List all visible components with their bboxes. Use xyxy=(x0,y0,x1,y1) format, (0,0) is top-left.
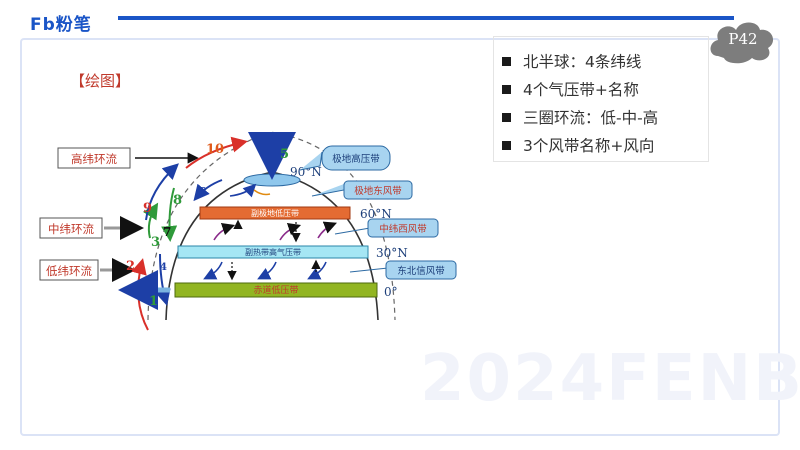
low-cell-sinking-arrow xyxy=(155,253,171,306)
westerly-arrow-b xyxy=(279,222,302,241)
latitude-0: 0° xyxy=(384,285,398,299)
high-latitude-cell-label: 高纬环流 xyxy=(57,147,199,169)
equatorial-low-belt xyxy=(174,282,378,298)
latitude-30: 30°N xyxy=(376,246,408,260)
section-title: 【绘图】 xyxy=(70,72,131,90)
mid-cell-arrow-b xyxy=(161,187,178,242)
subpolar-low-belt xyxy=(199,206,351,220)
svg-text:极地高压带: 极地高压带 xyxy=(332,153,380,165)
bullet-square-icon xyxy=(502,140,511,150)
subtropical-high-belt xyxy=(177,245,369,259)
list-item: 三圈环流：低-中-高 xyxy=(502,103,708,131)
high-cell-arrow-a xyxy=(145,163,179,221)
low-latitude-cell-label: 低纬环流 xyxy=(39,258,136,282)
polar-wind-curve xyxy=(253,189,271,196)
westerly-arrow-c xyxy=(317,221,337,239)
number-2: 2 xyxy=(126,259,135,274)
page-number: P42 xyxy=(728,30,758,48)
number-5: 5 xyxy=(280,147,289,162)
callout-polar-high: 极地高压带 xyxy=(299,145,391,171)
callout-ne-trades: 东北信风带 xyxy=(349,260,457,280)
watermark: 2024FENBI xyxy=(420,342,800,416)
fenbi-logo: Fb粉笔 xyxy=(30,15,92,35)
svg-text:低纬环流: 低纬环流 xyxy=(46,264,92,278)
high-cell-arrow-b xyxy=(185,136,248,169)
bullet-square-icon xyxy=(502,112,511,122)
trade-wind-arrow-b xyxy=(257,261,277,280)
trade-wind-arrow-a xyxy=(203,261,223,280)
callout-westerlies: 中纬西风带 xyxy=(334,218,439,238)
svg-text:极地东风带: 极地东风带 xyxy=(354,185,402,197)
number-4: 4 xyxy=(160,262,167,273)
header-bar xyxy=(118,16,734,20)
number-10: 10 xyxy=(206,142,224,157)
latitude-60: 60°N xyxy=(360,207,392,221)
page-badge: P42 xyxy=(708,18,778,66)
number-1: 1 xyxy=(149,294,158,309)
list-item: 4个气压带+名称 xyxy=(502,75,708,103)
bullet-square-icon xyxy=(502,84,511,94)
latitude-90: 90°N xyxy=(290,165,322,179)
number-7: 7 xyxy=(163,225,171,239)
low-cell-rising-arrow xyxy=(131,258,149,331)
list-item: 3个风带名称+风向 xyxy=(502,131,708,159)
equatorial-low-label: 赤道低压带 xyxy=(253,284,298,296)
number-6: 6 xyxy=(198,185,206,199)
svg-text:中纬西风带: 中纬西风带 xyxy=(379,223,427,235)
trade-wind-arrow-c xyxy=(307,261,327,280)
number-3: 3 xyxy=(151,235,160,250)
summary-list: 北半球：4条纬线 4个气压带+名称 三圈环流：低-中-高 3个风带名称+风向 xyxy=(493,36,709,162)
svg-text:东北信风带: 东北信风带 xyxy=(397,265,445,277)
number-9: 9 xyxy=(143,201,152,216)
list-item: 北半球：4条纬线 xyxy=(502,47,708,75)
callout-polar-easterlies: 极地东风带 xyxy=(311,180,413,200)
mid-cell-arrow-a xyxy=(142,202,159,239)
cloud-icon xyxy=(710,22,774,64)
number-8: 8 xyxy=(173,193,182,208)
westerly-arrow-a xyxy=(213,222,236,241)
svg-text:高纬环流: 高纬环流 xyxy=(71,152,117,166)
bullet-square-icon xyxy=(502,56,511,66)
polar-east-wind-arrow xyxy=(229,183,257,198)
slide-frame xyxy=(20,38,780,436)
mid-latitude-cell-label: 中纬环流 xyxy=(39,216,144,240)
high-cell-arrow-c xyxy=(193,179,223,202)
svg-text:中纬环流: 中纬环流 xyxy=(48,222,94,236)
subpolar-low-label: 副极地低压带 xyxy=(251,208,299,218)
subtropical-high-label: 副热带高气压带 xyxy=(245,247,301,257)
atmosphere-arc xyxy=(147,131,396,321)
